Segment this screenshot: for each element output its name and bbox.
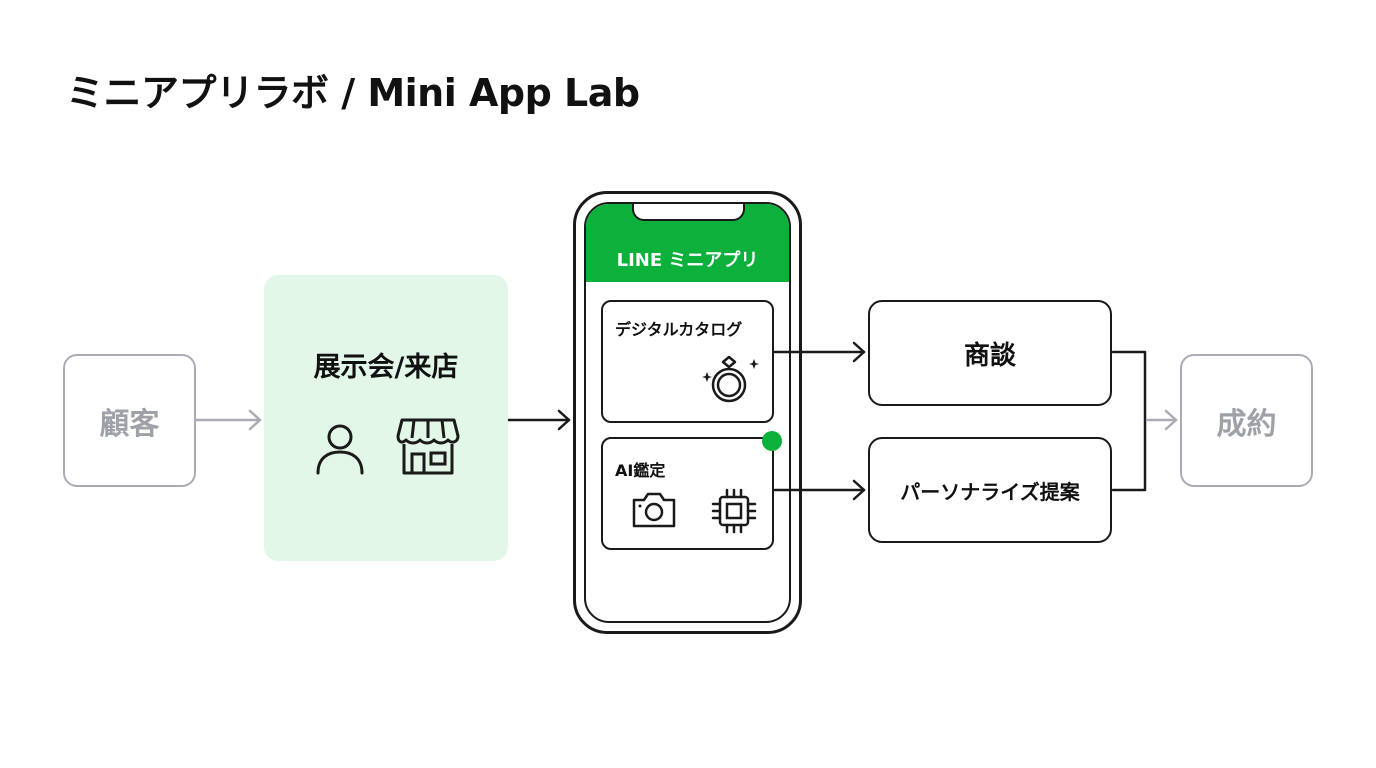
negotiation-node: 商談 [868, 300, 1112, 406]
digital-catalog-label: デジタルカタログ [615, 320, 743, 339]
ai-appraisal-label: AI鑑定 [615, 461, 666, 480]
personalized-proposal-label: パーソナライズ提案 [900, 479, 1080, 504]
ring-icon [702, 355, 759, 403]
page-title: ミニアプリラボ / Mini App Lab [66, 71, 640, 115]
ai-appraisal-card[interactable]: AI鑑定 [601, 437, 774, 550]
arrow-customer-to-exhibition [195, 409, 262, 431]
store-icon [396, 418, 460, 475]
customer-label: 顧客 [99, 406, 160, 442]
arrow-exhibition-to-phone [507, 409, 571, 431]
phone-header-label: LINE ミニアプリ [616, 250, 759, 271]
person-icon [316, 424, 364, 475]
status-dot [762, 431, 782, 451]
exhibition-label: 展示会/来店 [313, 352, 459, 383]
customer-node: 顧客 [63, 354, 196, 487]
contract-label: 成約 [1216, 406, 1277, 442]
personalized-proposal-node: パーソナライズ提案 [868, 437, 1112, 543]
contract-node: 成約 [1180, 354, 1313, 487]
bracket-merge [1111, 350, 1147, 492]
arrow-merge-to-contract [1145, 409, 1178, 431]
exhibition-panel [264, 275, 508, 561]
chip-icon [711, 488, 757, 534]
negotiation-label: 商談 [963, 340, 1016, 371]
digital-catalog-card[interactable]: デジタルカタログ [601, 300, 774, 423]
phone-notch [632, 204, 745, 221]
phone-header: LINE ミニアプリ [586, 204, 789, 282]
camera-icon [632, 492, 676, 528]
